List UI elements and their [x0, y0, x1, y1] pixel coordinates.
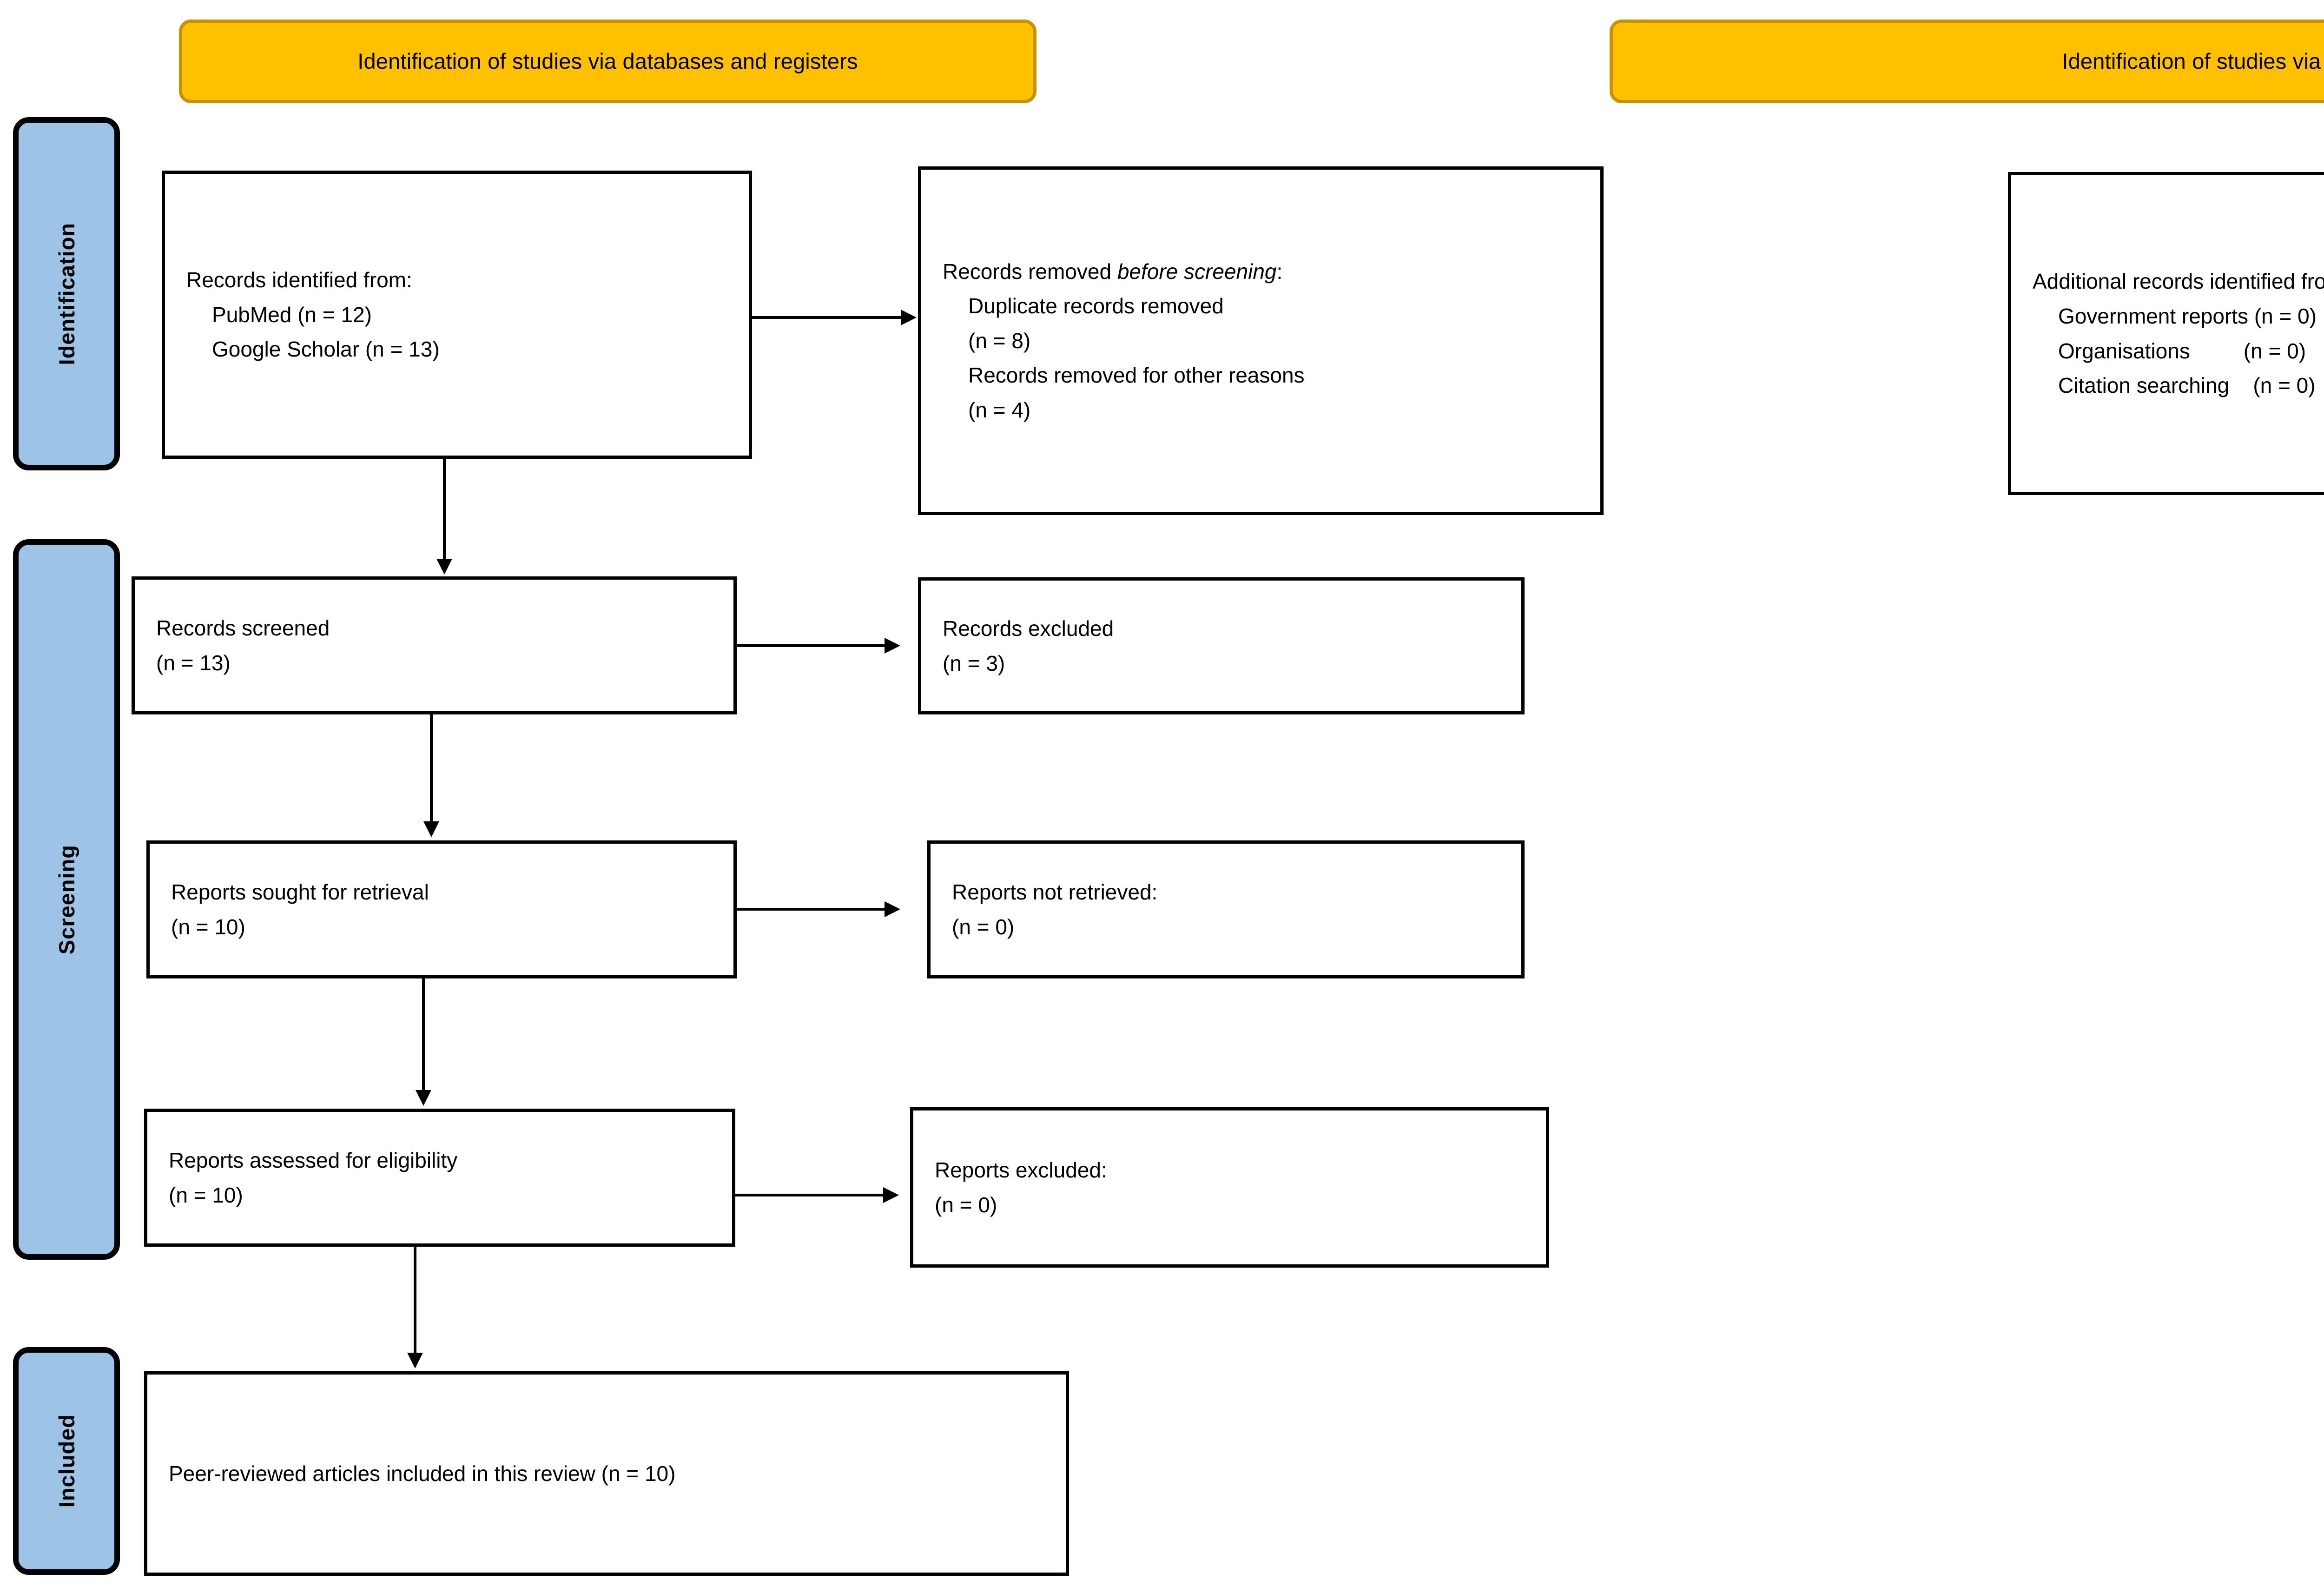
connector-sought-to-not-retrieved-line: [737, 908, 885, 911]
box-reports-sought-for-retrieval: Reports sought for retrieval (n = 10): [146, 840, 737, 978]
stage-bar-screening: Screening: [13, 539, 120, 1260]
phase-header-databases: Identification of studies via databases …: [179, 20, 1037, 103]
records-identified-item-pubmed: PubMed (n = 12): [212, 302, 372, 327]
records-identified-title: Records identified from:: [186, 268, 412, 292]
connector-sought-to-assessed-arrowhead: [416, 1090, 431, 1106]
connector-sought-to-not-retrieved-arrowhead: [885, 901, 900, 917]
connector-identified-to-screened-line: [443, 459, 446, 559]
box-additional-records-identified: Additional records identified from: Gove…: [2008, 172, 2324, 495]
reports-not-retrieved-count: (n = 0): [952, 914, 1015, 939]
additional-records-title: Additional records identified from:: [2033, 269, 2324, 294]
reports-excluded-title: Reports excluded:: [935, 1157, 1107, 1182]
records-removed-title-plain: Records removed: [943, 259, 1117, 284]
additional-records-item-organisations: Organisations (n = 0): [2058, 338, 2306, 363]
connector-assessed-to-excluded-arrowhead: [883, 1187, 899, 1203]
reports-assessed-title: Reports assessed for eligibility: [169, 1148, 458, 1172]
connector-screened-to-sought-arrowhead: [423, 821, 439, 837]
records-removed-title-italic: before screening: [1117, 259, 1277, 284]
reports-sought-count: (n = 10): [171, 914, 245, 939]
additional-records-item-government: Government reports (n = 0): [2058, 304, 2317, 328]
records-removed-count-other: (n = 4): [968, 397, 1031, 422]
box-records-excluded: Records excluded (n = 3): [918, 577, 1525, 714]
connector-screened-to-excluded-arrowhead: [885, 638, 900, 654]
box-reports-excluded: Reports excluded: (n = 0): [910, 1107, 1549, 1268]
stage-bar-screening-label: Screening: [54, 844, 79, 955]
records-removed-title-tail: :: [1276, 259, 1283, 284]
box-records-removed-before-screening: Records removed before screening: Duplic…: [918, 166, 1604, 515]
reports-excluded-count: (n = 0): [935, 1192, 997, 1217]
reports-assessed-count: (n = 10): [169, 1183, 243, 1207]
connector-screened-to-sought-line: [430, 714, 433, 821]
connector-assessed-to-excluded-line: [735, 1194, 883, 1196]
box-records-screened: Records screened (n = 13): [132, 576, 737, 714]
connector-assessed-to-included-arrowhead: [407, 1353, 423, 1368]
records-excluded-count: (n = 3): [943, 651, 1005, 675]
connector-identified-to-removed-arrowhead: [901, 310, 917, 325]
phase-header-other-methods: Identification of studies via other meth…: [1610, 20, 2324, 103]
phase-header-databases-label: Identification of studies via databases …: [357, 48, 858, 73]
connector-identified-to-removed-line: [752, 316, 901, 319]
box-records-identified: Records identified from: PubMed (n = 12)…: [162, 171, 752, 459]
records-removed-item-other: Records removed for other reasons: [968, 363, 1305, 388]
records-removed-item-duplicate: Duplicate records removed: [968, 294, 1224, 318]
box-reports-not-retrieved: Reports not retrieved: (n = 0): [927, 840, 1525, 978]
records-screened-count: (n = 13): [156, 650, 231, 675]
connector-assessed-to-included-line: [414, 1247, 416, 1353]
stage-bar-identification: Identification: [13, 117, 120, 470]
records-removed-count-duplicate: (n = 8): [968, 328, 1031, 353]
connector-identified-to-screened-arrowhead: [436, 559, 452, 575]
records-screened-title: Records screened: [156, 615, 330, 640]
box-included-final: Peer-reviewed articles included in this …: [144, 1371, 1069, 1576]
records-removed-title: Records removed before screening:: [943, 254, 1579, 289]
additional-records-item-citation: Citation searching (n = 0): [2058, 373, 2316, 398]
phase-header-other-methods-label: Identification of studies via other meth…: [2062, 48, 2324, 73]
records-excluded-title: Records excluded: [943, 616, 1114, 641]
connector-sought-to-assessed-line: [422, 978, 425, 1090]
reports-sought-title: Reports sought for retrieval: [171, 879, 429, 904]
records-identified-item-scholar: Google Scholar (n = 13): [212, 337, 440, 362]
included-final-title: Peer-reviewed articles included in this …: [169, 1461, 676, 1486]
stage-bar-included: Included: [13, 1347, 120, 1575]
stage-bar-identification-label: Identification: [54, 222, 79, 365]
box-reports-assessed-for-eligibility: Reports assessed for eligibility (n = 10…: [144, 1109, 735, 1247]
reports-not-retrieved-title: Reports not retrieved:: [952, 879, 1158, 904]
connector-screened-to-excluded-line: [737, 644, 885, 647]
stage-bar-included-label: Included: [54, 1414, 79, 1508]
